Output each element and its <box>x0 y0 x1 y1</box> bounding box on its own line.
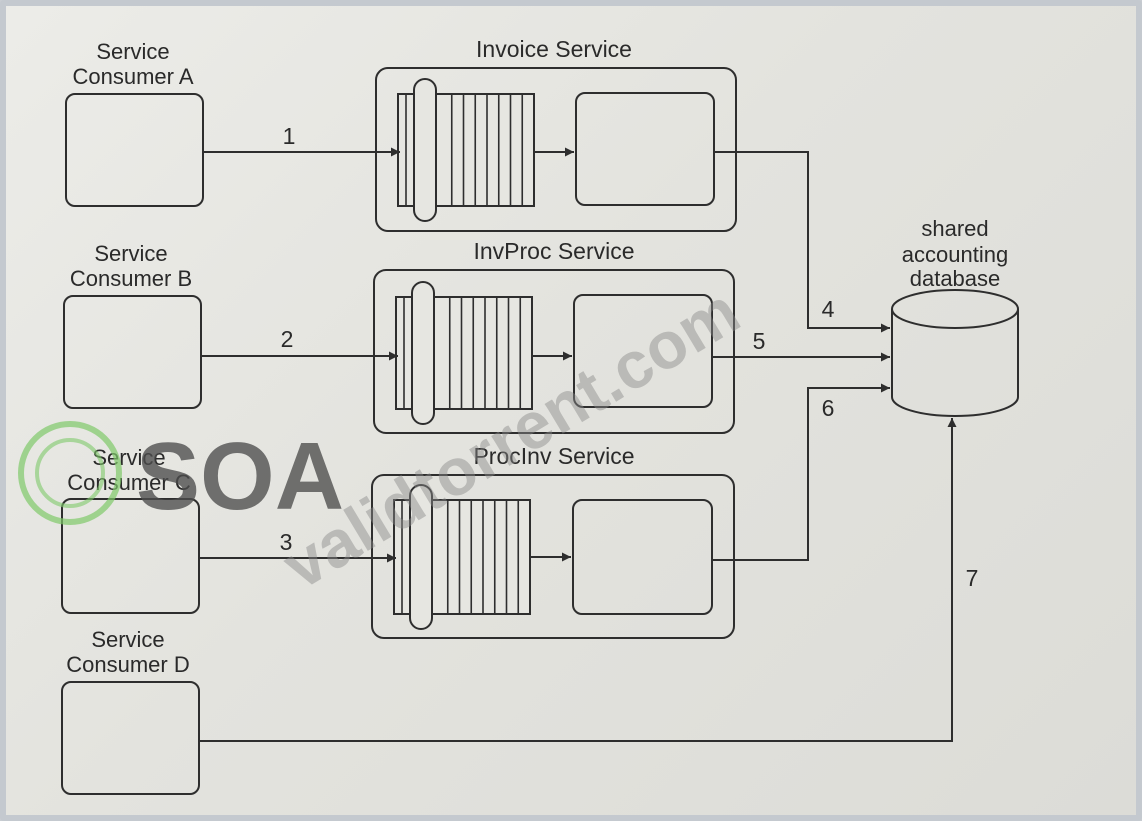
consumer-b-box <box>63 295 202 409</box>
consumer-c-box <box>61 498 200 614</box>
database-label-line1: shared <box>921 216 988 241</box>
procinv-service-logic <box>572 499 713 615</box>
invoice-service-title: Invoice Service <box>476 36 632 62</box>
connection-1-label: 1 <box>283 123 296 149</box>
architecture-diagram: Service Consumer A Service Consumer B Se… <box>18 36 1019 795</box>
consumer-b-label-line2: Consumer B <box>70 266 192 291</box>
connection-5-label: 5 <box>753 328 766 354</box>
connection-3-label: 3 <box>280 529 293 555</box>
invoice-service-container <box>375 67 737 232</box>
contract-pill <box>409 484 433 630</box>
invproc-service-title: InvProc Service <box>473 238 634 264</box>
consumer-a-label-line2: Consumer A <box>72 64 193 89</box>
consumer-d-label-line2: Consumer D <box>66 652 189 677</box>
contract-pill <box>411 281 435 425</box>
connection-7-line <box>199 418 957 742</box>
invproc-service-container <box>373 269 735 434</box>
invoice-service-contract <box>397 78 535 222</box>
database-label-line2: accounting <box>902 242 1008 267</box>
invoice-service-logic <box>575 92 715 206</box>
consumer-c-label-line2: Consumer C <box>67 470 191 495</box>
connection-4-line <box>714 151 890 333</box>
connection-4-label: 4 <box>822 296 835 322</box>
connection-2-label: 2 <box>281 326 294 352</box>
procinv-service-contract <box>393 484 531 630</box>
consumer-a-box <box>65 93 204 207</box>
consumer-b-label-line1: Service <box>94 241 167 266</box>
procinv-service-container <box>371 474 735 639</box>
soa-logo-watermark: SOA <box>18 421 344 530</box>
consumer-d-box <box>61 681 200 795</box>
connection-7-label: 7 <box>966 565 979 591</box>
procinv-service-title: ProcInv Service <box>473 443 634 469</box>
connection-6-line <box>712 383 890 561</box>
invproc-service-contract <box>395 281 533 425</box>
consumer-a-label-line1: Service <box>96 39 169 64</box>
invproc-service-logic <box>573 294 713 408</box>
database-cylinder-icon <box>891 289 1019 417</box>
consumer-d-label-line1: Service <box>91 627 164 652</box>
contract-pill <box>413 78 437 222</box>
soa-logo-text: SOA <box>136 423 344 530</box>
database-label-line3: database <box>910 266 1001 291</box>
connection-6-label: 6 <box>822 395 835 421</box>
consumer-c-label-line1: Service <box>92 445 165 470</box>
